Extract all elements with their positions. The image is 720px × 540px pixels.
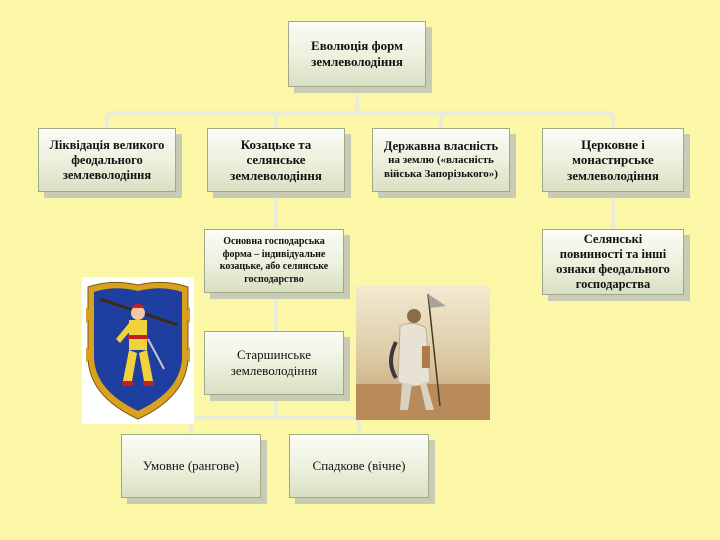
basic-line-1: Основна господарська [223,236,325,247]
duties-line-1: Селянські [583,232,643,246]
elder-line-1: Старшинське [237,347,311,363]
cossack-line-3: землеволодіння [230,167,322,183]
node-hereditary: Спадкове (вічне) [289,434,429,498]
coat-of-arms-image [82,277,194,424]
basic-line-4: господарство [244,273,304,285]
duties-line-2: повинності та інші [559,247,667,261]
cossack-line-1: Козацьке та [240,136,312,152]
liquidation-line-2: феодального [71,152,143,167]
state-line-3: війська Запорізького») [384,167,498,180]
cossack-line-2: селянське [246,152,306,168]
elder-line-2: землеволодіння [230,363,318,378]
hereditary-label: Спадкове (вічне) [312,458,406,474]
duties-line-4: господарства [575,277,651,291]
church-line-1: Церковне і [581,136,645,152]
liquidation-line-3: землеволодіння [62,167,152,182]
state-line-1: Державна власність [383,139,499,154]
church-line-2: монастирське [572,152,654,168]
basic-line-2: форма – індивідуальне [222,248,326,260]
church-line-3: землеволодіння [567,167,659,183]
conditional-label: Умовне (рангове) [142,458,240,474]
duties-line-3: ознаки феодального [556,262,670,276]
state-line-2: на землю («власність [388,154,494,167]
liquidation-line-1: Ліквідація великого [49,137,165,152]
cossack-painting-image [356,286,490,420]
node-conditional: Умовне (рангове) [121,434,261,498]
root-line-2: землеволодіння [311,54,403,69]
basic-line-3: козацьке, або селянське [219,261,329,272]
root-line-1: Еволюція форм [311,38,403,54]
